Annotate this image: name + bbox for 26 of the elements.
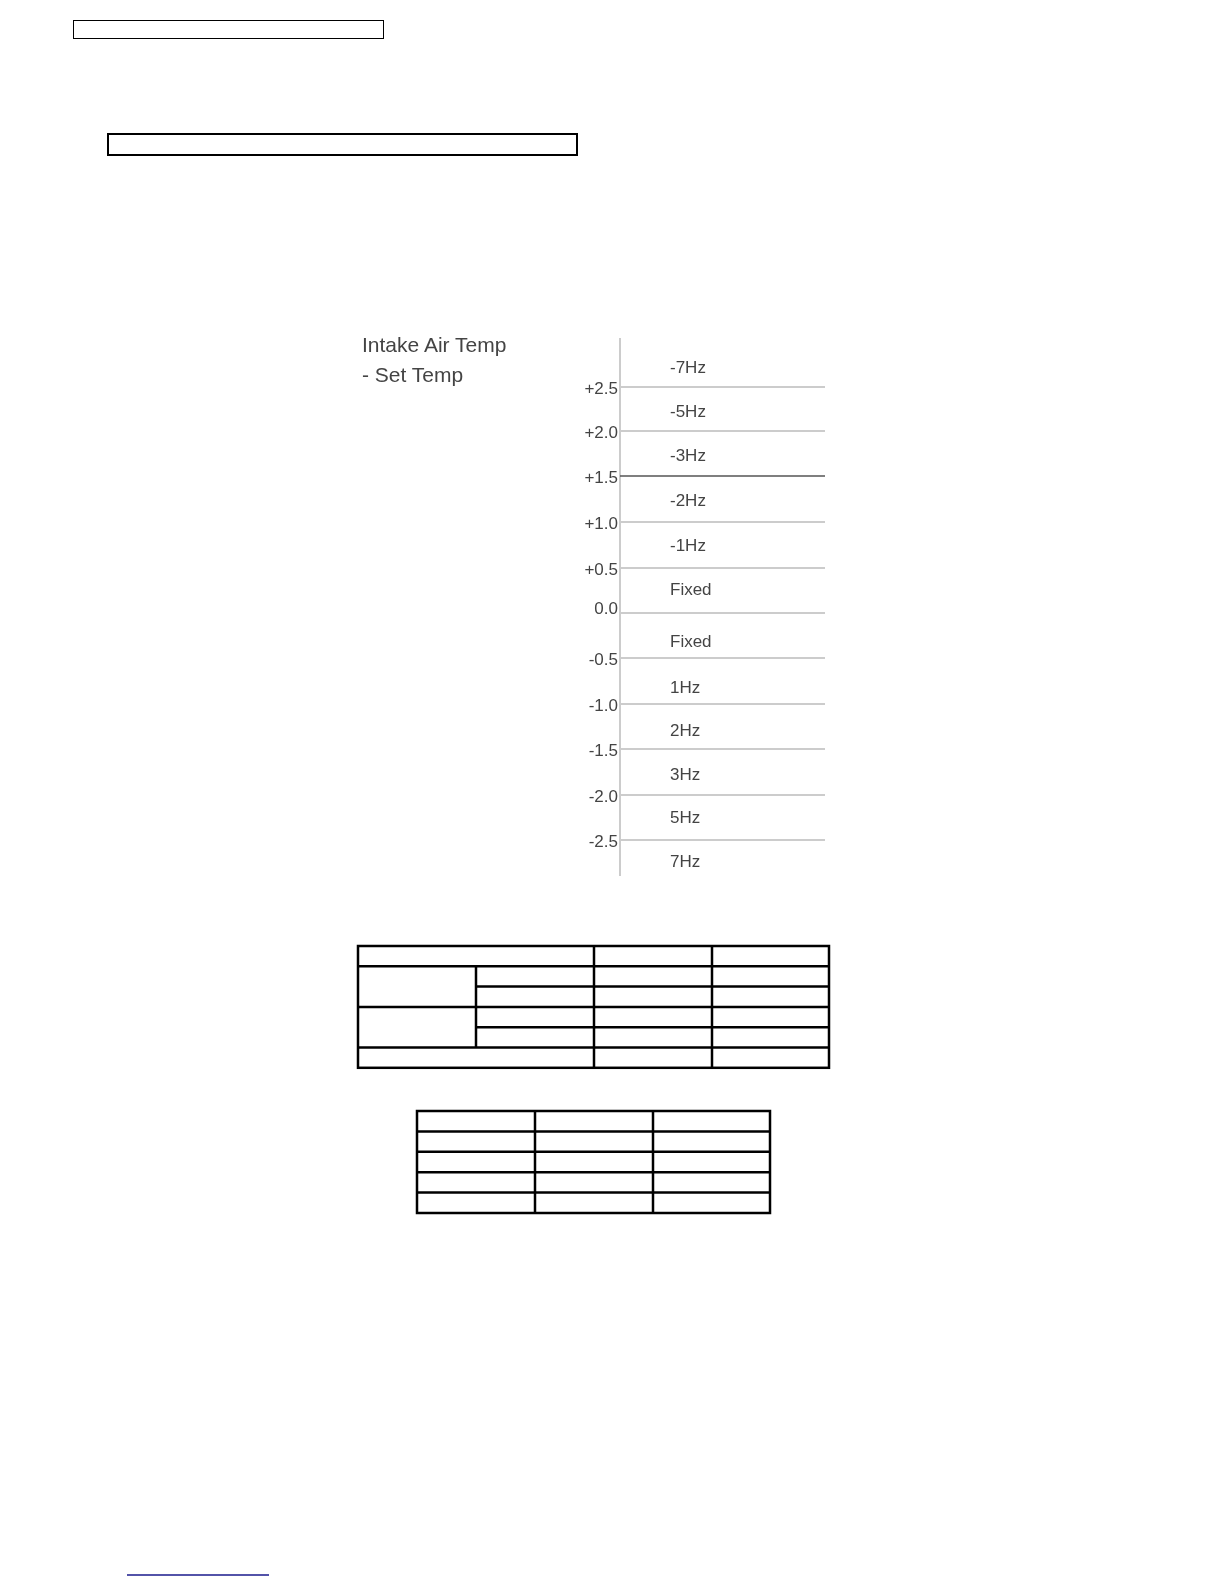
frequency-step-label: 3Hz [670, 765, 701, 785]
frequency-step-label: -7Hz [670, 358, 706, 378]
frequency-step-label: Fixed [670, 580, 712, 600]
axis-title: Intake Air Temp - Set Temp [362, 332, 508, 388]
frequency-step-label: -1Hz [670, 536, 706, 556]
tick-label: +0.5 [583, 560, 618, 580]
frequency-step-label: 5Hz [670, 808, 701, 828]
frequency-step-label: 1Hz [670, 678, 701, 698]
tick-label: +2.0 [583, 423, 618, 443]
tick-label: 0.0 [593, 599, 618, 619]
frequency-step-label: -5Hz [670, 402, 706, 422]
frequency-step-label: -2Hz [670, 491, 706, 511]
tick-label: -1.0 [587, 696, 618, 716]
tick-label: +1.0 [583, 514, 618, 534]
frequency-step-label: -3Hz [670, 446, 706, 466]
tick-label: -1.5 [587, 741, 618, 761]
tick-label: -2.0 [587, 787, 618, 807]
tick-label: +1.5 [583, 468, 618, 488]
empty-box [73, 20, 384, 39]
tick-label: +2.5 [583, 379, 618, 399]
frequency-step-label: 2Hz [670, 721, 701, 741]
tick-label: -0.5 [587, 650, 618, 670]
frequency-step-label: 7Hz [670, 852, 701, 872]
frequency-step-label: Fixed [670, 632, 712, 652]
tick-label: -2.5 [587, 832, 618, 852]
empty-box [107, 133, 578, 156]
